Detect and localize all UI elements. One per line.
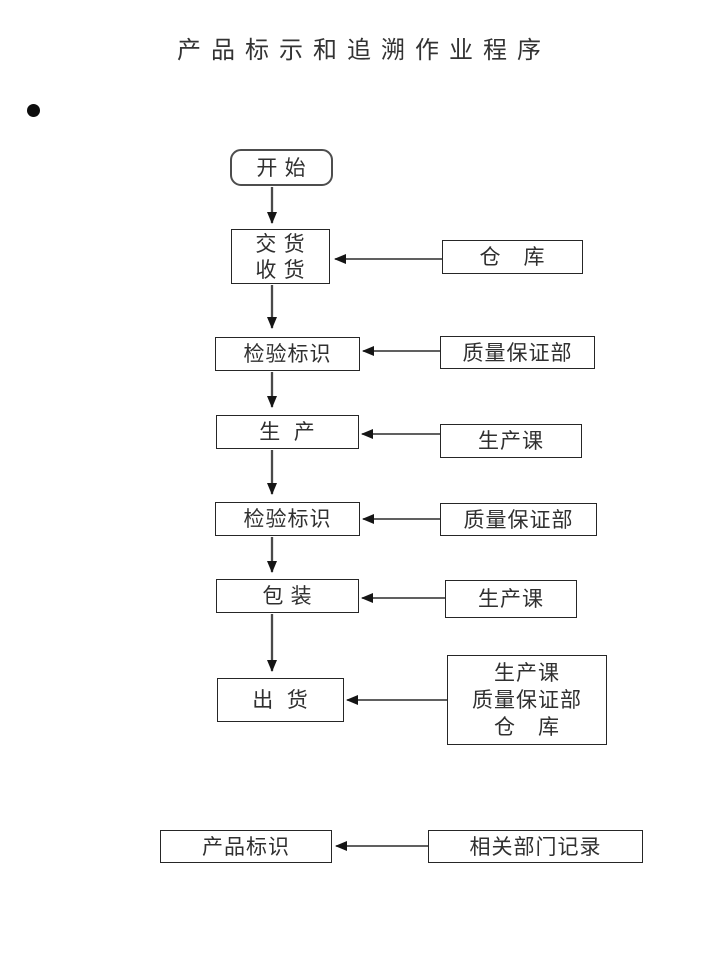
flow-node-inspection-marking-1: 检验标识 (215, 337, 360, 371)
dept-node-warehouse: 仓 库 (442, 240, 583, 274)
flow-node-production: 生 产 (216, 415, 359, 449)
flow-node-product-identification: 产品标识 (160, 830, 332, 863)
dept-node-quality-assurance-2: 质量保证部 (440, 503, 597, 536)
flow-node-inspection-marking-2: 检验标识 (215, 502, 360, 536)
flow-node-start: 开 始 (230, 149, 333, 186)
page-title: 产 品 标 示 和 追 溯 作 业 程 序 (177, 38, 543, 64)
node-label: 生 产 (259, 420, 316, 444)
dept-node-production-section-1: 生产课 (440, 424, 582, 458)
dept-node-production-section-2: 生产课 (445, 580, 577, 618)
node-label: 收 货 (255, 257, 306, 282)
node-label: 质量保证部 (462, 340, 573, 365)
list-bullet (27, 104, 40, 117)
node-label: 开 始 (256, 155, 307, 180)
node-label: 包 装 (262, 584, 313, 608)
node-label: 相关部门记录 (469, 834, 602, 859)
node-label: 交 货 (255, 231, 306, 256)
node-label: 出 货 (252, 688, 309, 712)
node-label: 质量保证部 (472, 687, 582, 712)
node-label: 生产课 (478, 587, 544, 611)
flow-node-delivery-receiving: 交 货 收 货 (231, 229, 330, 284)
node-label: 检验标识 (243, 507, 332, 531)
dept-node-quality-assurance-1: 质量保证部 (440, 336, 595, 369)
flow-node-packaging: 包 装 (216, 579, 359, 613)
node-label: 检验标识 (243, 342, 332, 366)
node-label: 仓 库 (479, 245, 546, 269)
node-label: 生产课 (494, 660, 560, 685)
flow-node-shipping: 出 货 (217, 678, 344, 722)
dept-node-related-department-records: 相关部门记录 (428, 830, 643, 863)
node-label: 仓 库 (494, 714, 560, 739)
dept-node-shipping-departments: 生产课 质量保证部 仓 库 (447, 655, 607, 745)
node-label: 质量保证部 (463, 507, 574, 532)
node-label: 生产课 (478, 429, 544, 453)
node-label: 产品标识 (202, 834, 290, 859)
